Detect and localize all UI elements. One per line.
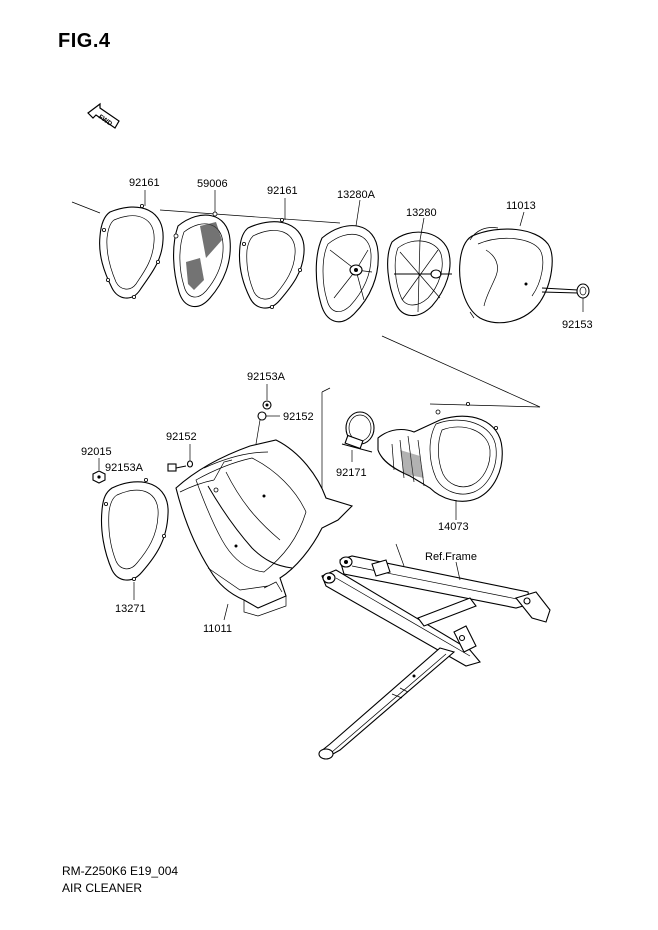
leader-line [381, 335, 541, 408]
label-92153A-left: 92153A [105, 462, 144, 474]
airbox-cover-11013 [459, 227, 553, 324]
label-92152-left: 92152 [166, 431, 197, 443]
label-11013: 11013 [506, 200, 536, 212]
label-11011: 11011 [203, 623, 232, 635]
intake-boot-14073 [377, 401, 503, 502]
label-59006: 59006 [197, 178, 228, 190]
label-92171: 92171 [336, 467, 367, 479]
label-92015: 92015 [81, 446, 112, 458]
label-13271: 13271 [115, 603, 146, 615]
label-92153A-top: 92153A [247, 371, 286, 383]
filter-frame-13280 [387, 231, 452, 317]
screw-92153 [541, 283, 590, 312]
diagram-code: RM-Z250K6 E19_004 [62, 864, 179, 878]
gasket-92161-left [99, 203, 164, 299]
label-14073: 14073 [438, 521, 469, 533]
grommet-92152-left [186, 444, 194, 468]
filter-cage-13280A [315, 225, 379, 323]
leader-line [159, 209, 341, 224]
grommet-92152-right [257, 411, 280, 421]
nut-92015 [92, 470, 106, 484]
fwd-arrow-icon: FWD [87, 102, 120, 129]
label-92161-left: 92161 [129, 177, 160, 189]
hose-clamp-92171 [341, 411, 375, 462]
filter-element-59006 [173, 211, 231, 308]
label-13280A: 13280A [337, 189, 376, 201]
leader-line [355, 199, 361, 227]
leader-line [223, 603, 229, 621]
leader-line [419, 217, 425, 241]
rear-subframe [318, 555, 551, 760]
leader-line [395, 543, 405, 567]
leader-line [455, 561, 461, 581]
label-92153: 92153 [562, 319, 593, 331]
leader-line [429, 403, 541, 408]
leader-line [519, 211, 525, 227]
airbox-case-11011 [175, 439, 354, 617]
label-13280: 13280 [406, 207, 437, 219]
figure-title: FIG.4 [58, 30, 111, 52]
diagram-name: AIR CLEANER [62, 881, 143, 895]
leader-line [255, 419, 261, 445]
nut-92153A-top [262, 400, 272, 410]
gasket-13271 [100, 477, 169, 582]
leader-line [321, 387, 331, 393]
bolt-92153A-left [167, 463, 187, 472]
leader-line [71, 201, 101, 214]
gasket-92161-right [238, 217, 305, 309]
label-ref-frame: Ref.Frame [425, 551, 477, 563]
label-92161-right: 92161 [267, 185, 298, 197]
label-92152-right: 92152 [283, 411, 314, 423]
